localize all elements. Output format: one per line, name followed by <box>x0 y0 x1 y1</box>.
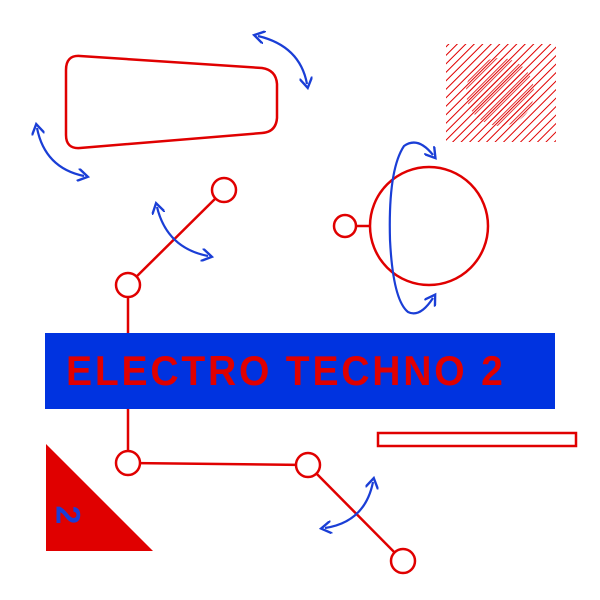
rotate-arrow-icon <box>157 207 208 256</box>
hatched-moire-circle <box>466 58 534 126</box>
album-title: ELECTRO TECHNO 2 <box>66 347 506 394</box>
large-circle <box>368 165 490 287</box>
rotate-arrow-icon <box>258 36 307 84</box>
rotate-arrow-icon <box>37 128 84 176</box>
corner-number: 2 <box>48 505 87 525</box>
red-triangle <box>46 444 153 551</box>
small-node-circle <box>332 213 358 239</box>
rotate-arrow-icon <box>325 482 373 528</box>
rounded-trapezoid-shape <box>64 54 279 150</box>
thin-outline-bar <box>376 431 578 448</box>
rotation-arrows <box>37 36 433 528</box>
title-banner <box>45 333 555 409</box>
rotate-arrow-icon <box>388 141 433 315</box>
